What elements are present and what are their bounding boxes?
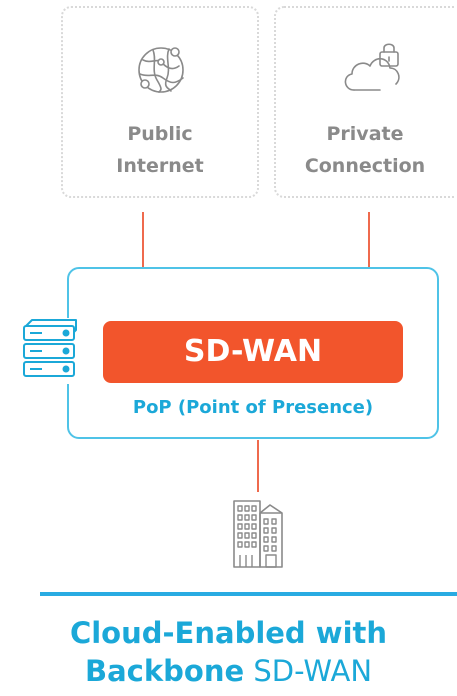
branch-connector-line (257, 440, 259, 492)
public-internet-label: Public Internet (116, 123, 204, 177)
private-connection-box: Private Connection (274, 6, 454, 198)
section-divider (40, 592, 457, 596)
public-internet-box: Public Internet (61, 6, 259, 198)
globe-icon (131, 38, 191, 102)
server-stack-icon (20, 318, 82, 384)
private-connector-line (368, 212, 370, 268)
private-connection-label: Private Connection (304, 123, 426, 177)
pop-caption: PoP (Point of Presence) (132, 397, 374, 418)
building-icon (226, 497, 296, 569)
sdwan-label-block: SD-WAN (103, 321, 403, 383)
headline-light-word: SD-WAN (253, 654, 373, 688)
cloud-lock-icon (340, 38, 400, 102)
headline-bold-word: Backbone (84, 654, 245, 688)
public-connector-line (142, 212, 144, 268)
headline-line-1: Cloud-Enabled with (69, 616, 388, 650)
headline: Cloud-Enabled with Backbone SD-WAN (0, 614, 457, 690)
